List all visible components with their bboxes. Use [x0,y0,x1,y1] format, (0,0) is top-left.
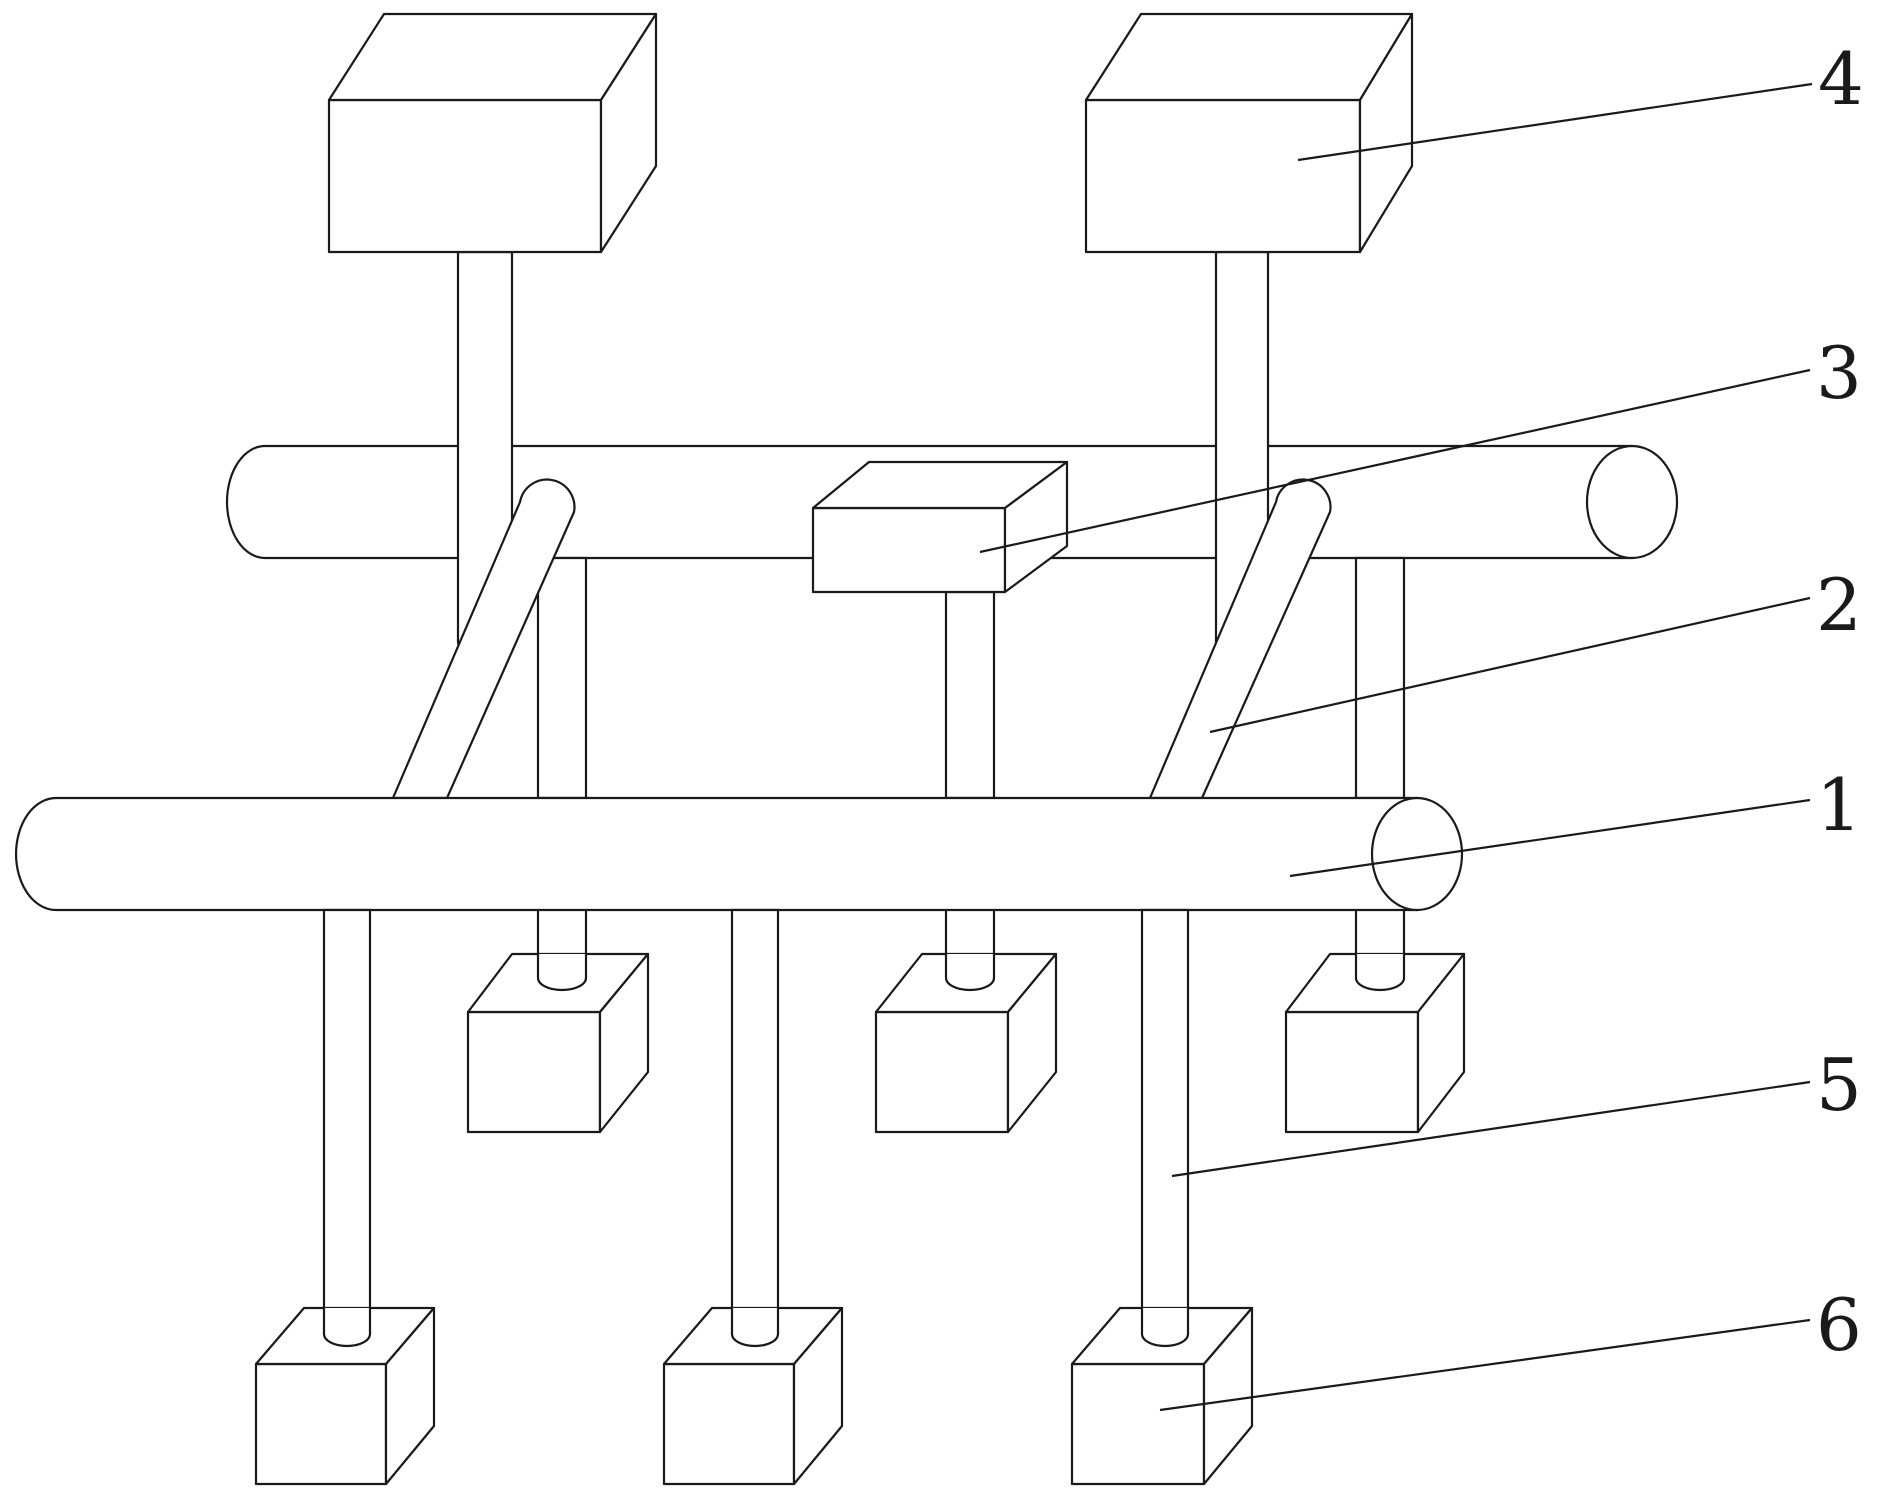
leader-line-5 [1171,1080,1811,1178]
top-box-left [327,12,658,254]
callout-label-2: 2 [1816,563,1862,647]
callout-label-6: 6 [1816,1283,1862,1367]
top-box-right [1084,12,1414,254]
callout-label-4: 4 [1818,37,1864,121]
short-rod-left [536,556,588,800]
leader-line-2 [1209,596,1811,734]
center-box [811,460,1069,594]
leader-line-3 [979,368,1811,554]
callout-label-3: 3 [1816,331,1862,415]
bottom-box-center [662,1306,844,1486]
callout-labels: 4 3 2 1 5 6 [1816,37,1864,1367]
lower-tube [14,796,1464,912]
long-rod-right [1140,908,1190,1348]
mid-box-left [466,952,650,1134]
mid-box-right [1284,952,1466,1134]
leader-line-4 [1297,82,1813,162]
bottom-box-left [254,1306,436,1486]
mid-box-center [874,952,1058,1134]
long-rod-center [730,908,780,1348]
leader-lines [979,82,1813,1412]
leader-line-1 [1289,798,1811,878]
long-rod-left [322,908,372,1348]
inclined-rod-left [391,478,576,800]
inclined-rod-right [1148,478,1332,800]
short-rod-right [1354,556,1406,800]
bottom-box-right [1070,1306,1254,1486]
callout-label-5: 5 [1816,1043,1862,1127]
center-rod [944,590,996,800]
callout-label-1: 1 [1816,763,1862,847]
leader-line-6 [1159,1318,1811,1412]
